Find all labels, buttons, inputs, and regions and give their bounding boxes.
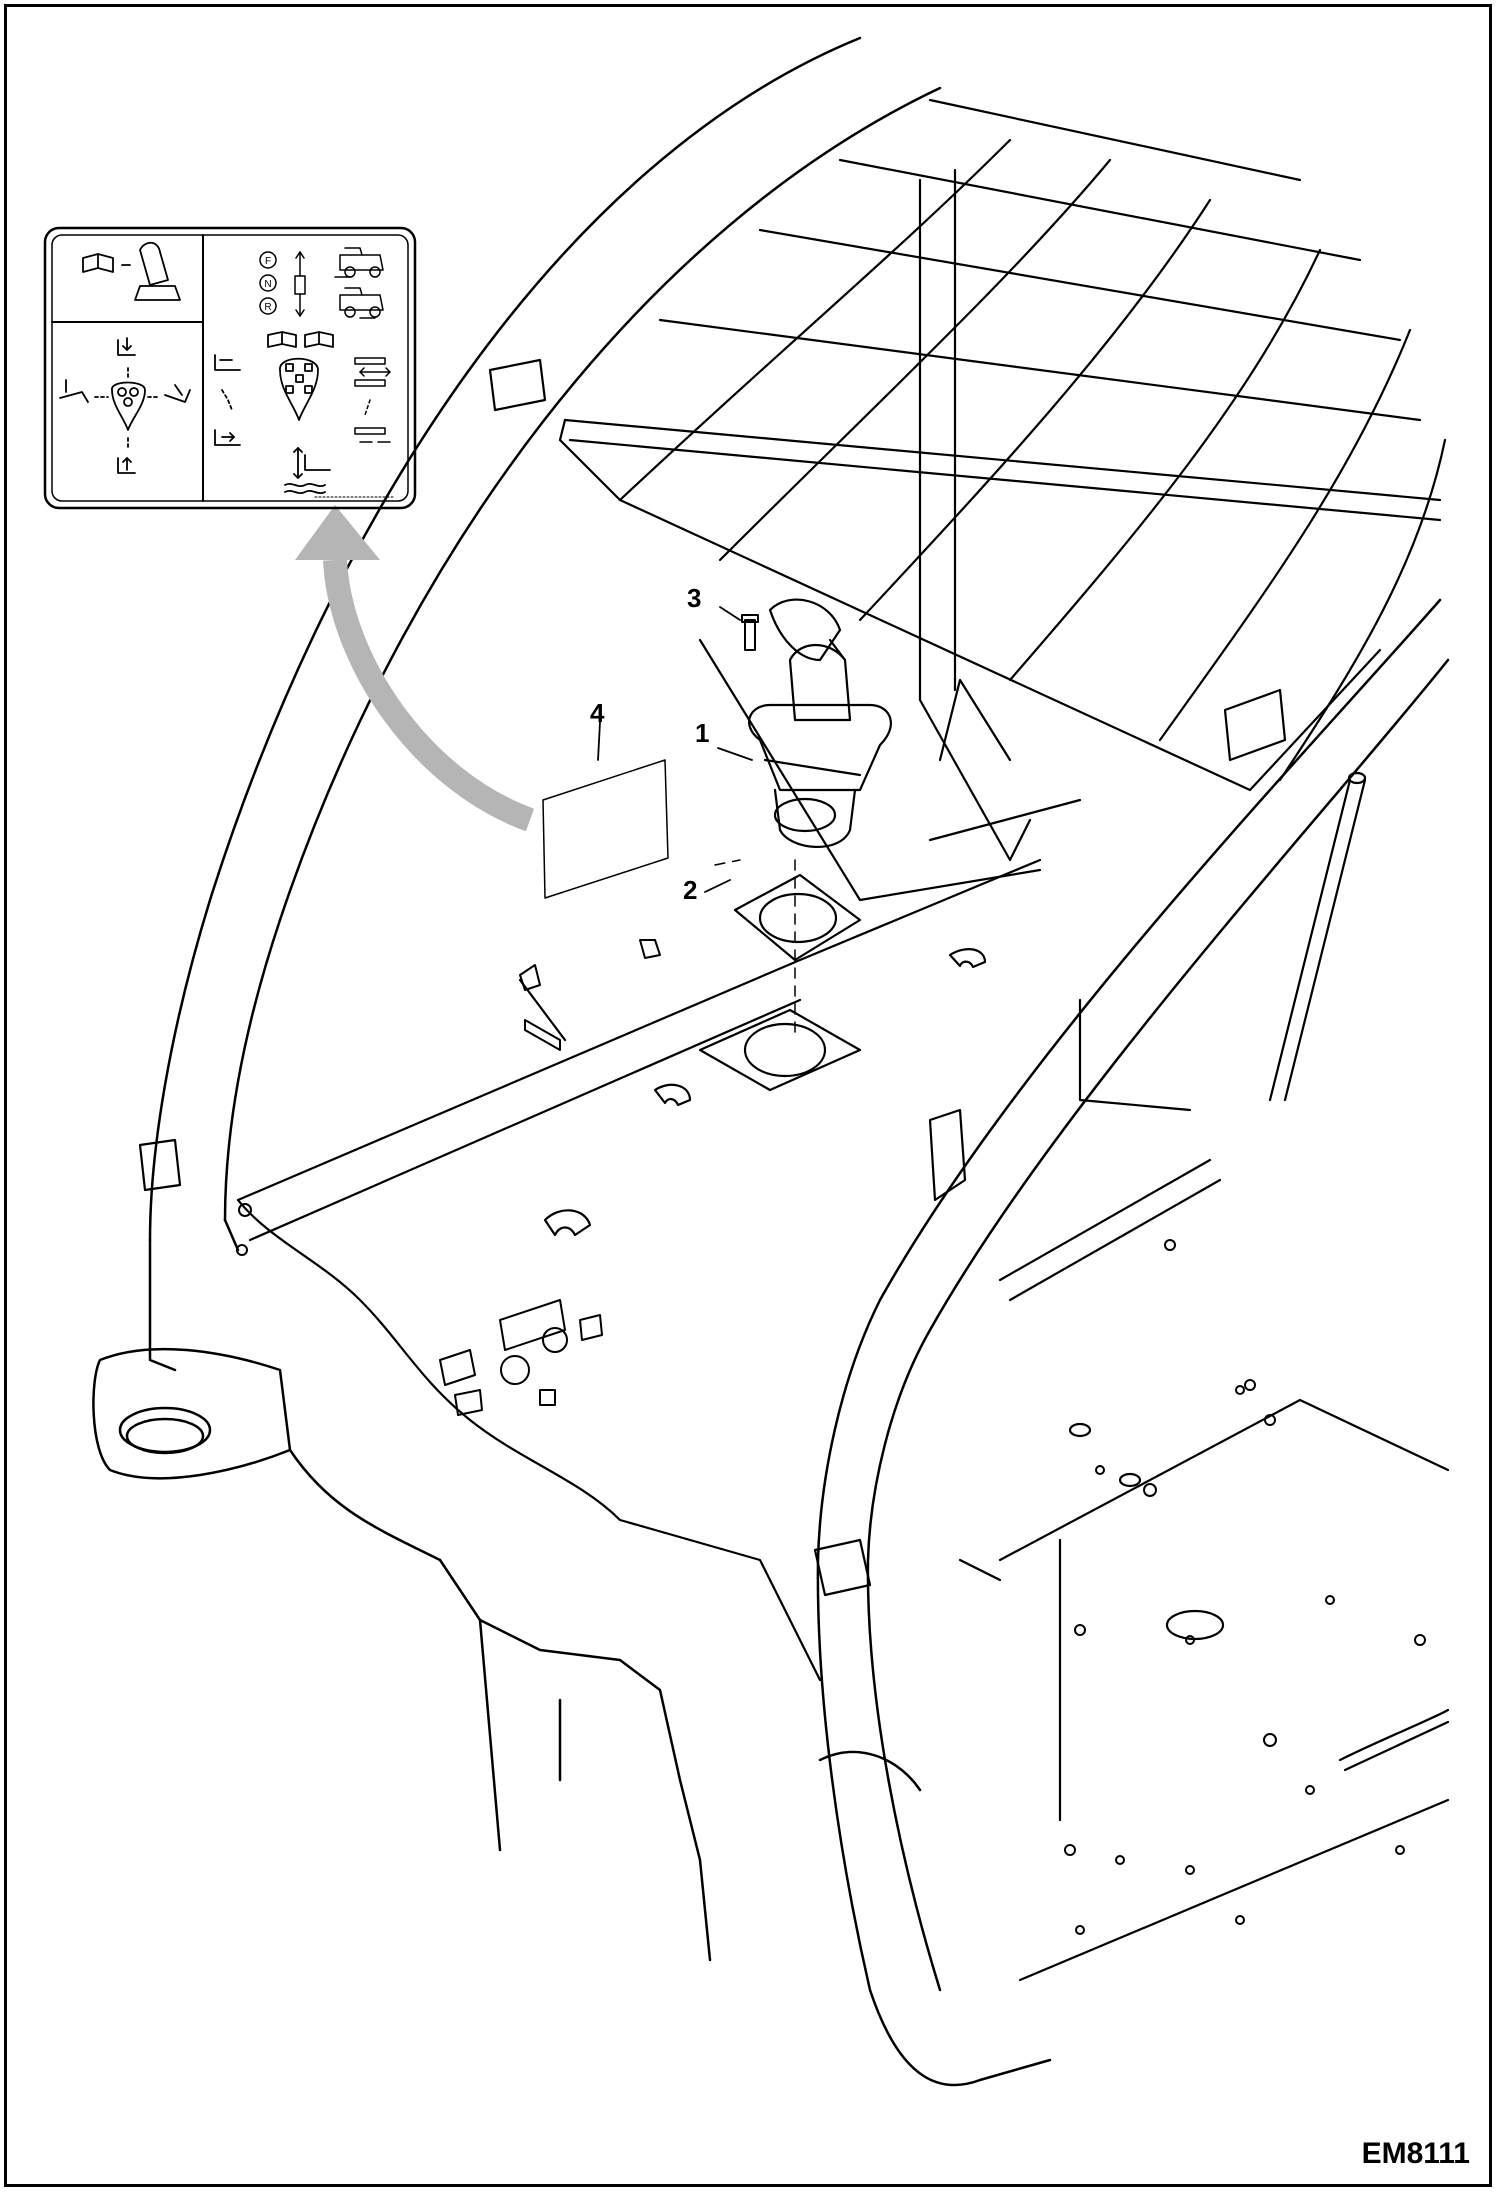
leader-1 bbox=[717, 747, 753, 761]
callout-2: 2 bbox=[683, 875, 698, 905]
shift-label-forward: F bbox=[265, 256, 271, 267]
decal-location bbox=[542, 759, 669, 899]
joystick-icon bbox=[121, 241, 181, 301]
assembly-lines bbox=[714, 859, 796, 1041]
bucket-control-diagram bbox=[59, 337, 191, 474]
joystick bbox=[748, 598, 892, 848]
floor-cutouts bbox=[543, 948, 987, 1237]
shift-label-neutral: N bbox=[264, 279, 271, 290]
operator-manual-icon bbox=[82, 253, 114, 273]
cylinder-icon bbox=[354, 357, 391, 443]
callout-4: 4 bbox=[590, 698, 605, 728]
side-mounting-panel bbox=[439, 1299, 603, 1416]
gasket bbox=[733, 873, 862, 962]
operator-manual-icon bbox=[267, 331, 334, 348]
base-plate bbox=[958, 1398, 1450, 1982]
brackets bbox=[138, 358, 1287, 1597]
side-rod bbox=[1268, 771, 1367, 1102]
drawing-frame bbox=[4, 4, 1492, 2187]
callout-1: 1 bbox=[695, 718, 710, 748]
forward-machine-icon bbox=[334, 247, 384, 278]
cab-left-post bbox=[148, 36, 942, 1372]
mounting-plate bbox=[698, 1008, 862, 1092]
mounting-bolts bbox=[236, 939, 1256, 1391]
leader-2 bbox=[704, 879, 731, 893]
figure-id: EM8111 bbox=[1361, 2137, 1470, 2170]
roof-guard bbox=[558, 98, 1447, 862]
joystick-top-icon bbox=[279, 357, 319, 421]
base-plate-holes bbox=[1064, 1385, 1426, 1935]
float-icon bbox=[284, 447, 331, 495]
shift-label-reverse: R bbox=[264, 302, 271, 313]
callout-3: 3 bbox=[687, 583, 702, 613]
decal-arrow bbox=[295, 505, 535, 832]
cab-floor bbox=[236, 638, 1222, 1682]
leader-4 bbox=[597, 721, 601, 761]
shift-selector-panel bbox=[259, 251, 306, 317]
screw bbox=[741, 614, 759, 651]
callout-leaders bbox=[597, 606, 753, 893]
decal-inset bbox=[43, 226, 417, 510]
front-mount bbox=[92, 1347, 712, 1962]
cab-right-post bbox=[816, 598, 1450, 2087]
leader-3 bbox=[719, 606, 741, 621]
reverse-machine-icon bbox=[339, 287, 384, 319]
bucket-icon bbox=[214, 354, 241, 446]
